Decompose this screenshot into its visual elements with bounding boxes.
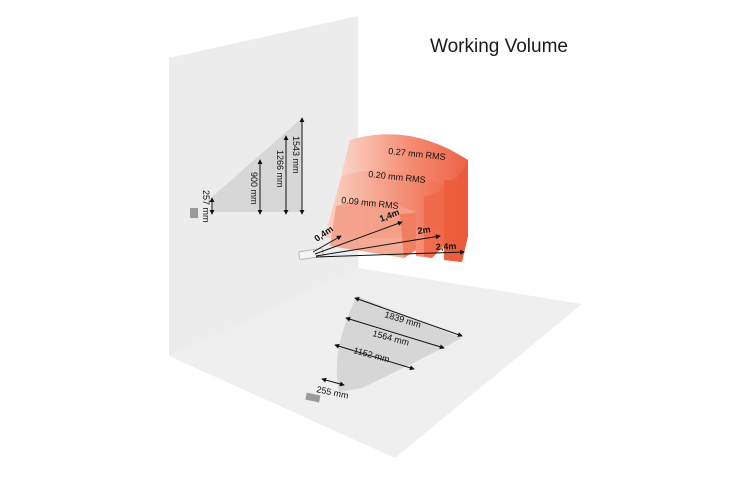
zone-outer-face xyxy=(444,160,468,262)
sensor-marker-wall xyxy=(190,208,198,218)
side-label-1266: 1266 mm xyxy=(275,150,285,188)
range-ray-1-4 xyxy=(314,221,403,255)
range-ray-2-4 xyxy=(315,249,465,258)
range-label-2-4: 2,4m xyxy=(436,241,457,252)
side-label-1543: 1543 mm xyxy=(291,136,301,174)
sensor-marker-floor xyxy=(305,392,321,403)
range-ray-2 xyxy=(315,234,441,257)
page-title: Working Volume xyxy=(430,36,568,57)
range-ray-0-4 xyxy=(312,235,342,253)
zone-middle-face xyxy=(424,186,444,258)
side-label-900: 900 mm xyxy=(249,172,259,205)
zone-inner-face xyxy=(400,212,416,258)
side-label-257: 257 mm xyxy=(201,190,211,223)
range-label-2: 2m xyxy=(417,224,431,236)
top-dim-1839 xyxy=(354,297,463,337)
top-dim-255 xyxy=(321,377,345,387)
